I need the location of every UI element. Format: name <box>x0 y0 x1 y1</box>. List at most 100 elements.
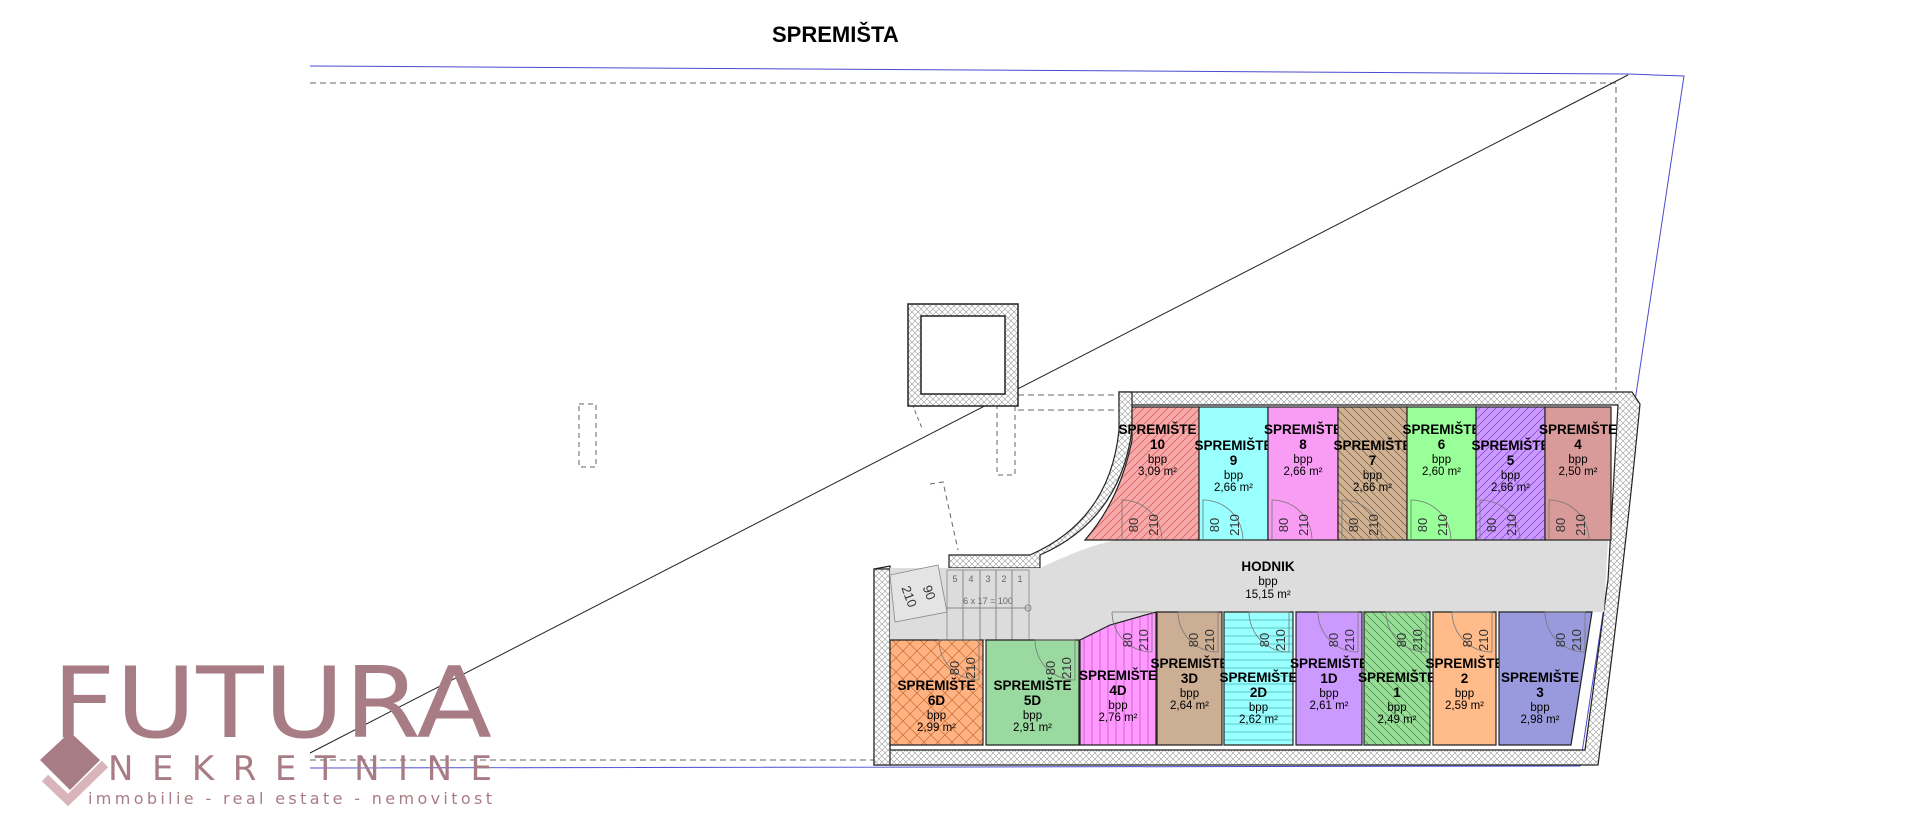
stair-step-4: 4 <box>968 574 973 584</box>
room-name: SPREMIŠTE <box>1290 656 1368 671</box>
door-height: 210 <box>1202 629 1217 651</box>
room-name: SPREMIŠTE <box>1079 668 1157 683</box>
room-area: 2,76 m² <box>1099 712 1138 724</box>
room-number: 2 <box>1461 671 1469 686</box>
room-name: SPREMIŠTE <box>1425 656 1503 671</box>
door-swing-icon <box>1544 611 1586 653</box>
room-number: 9 <box>1230 453 1238 468</box>
door-width: 80 <box>1394 633 1409 647</box>
door-swing-icon <box>1548 499 1590 541</box>
room-number: 3 <box>1536 685 1544 700</box>
room-area: 2,66 m² <box>1353 482 1392 494</box>
door-width: 80 <box>1257 633 1272 647</box>
stair-door-width: 90 <box>920 583 939 602</box>
room-number: 1 <box>1393 685 1401 700</box>
room-label: bpp <box>1455 688 1474 700</box>
room-name: SPREMIŠTE <box>1264 422 1342 437</box>
door-height: 210 <box>1296 514 1311 536</box>
room-area: 2,98 m² <box>1521 714 1560 726</box>
door-height: 210 <box>963 657 978 679</box>
door-swing-icon <box>938 639 980 681</box>
house-key-icon <box>40 732 100 790</box>
door-width: 80 <box>1186 633 1201 647</box>
door-swing-icon <box>1177 611 1219 653</box>
door-height: 210 <box>1476 629 1491 651</box>
room-area: 2,64 m² <box>1170 700 1209 712</box>
room-name: SPREMIŠTE <box>1150 656 1228 671</box>
site-boundary <box>309 65 1685 769</box>
storage-room-8 <box>1267 406 1339 541</box>
stair-step-2: 2 <box>1001 574 1006 584</box>
room-number: 1D <box>1320 671 1338 686</box>
door-height: 210 <box>1435 514 1450 536</box>
room-number: 4 <box>1574 437 1582 452</box>
room-number: 2D <box>1250 685 1268 700</box>
room-name: SPREMIŠTE <box>1333 438 1411 453</box>
stair-formula: 6 x 17 = 100 <box>963 596 1013 606</box>
room-number: 6D <box>928 693 946 708</box>
door-width: 80 <box>1126 518 1141 532</box>
room-name: SPREMIŠTE <box>1539 422 1617 437</box>
door-swing-icon <box>1341 499 1383 541</box>
door-width: 80 <box>1460 633 1475 647</box>
door-swing-icon <box>1271 499 1313 541</box>
door-height: 210 <box>1410 629 1425 651</box>
door-height: 210 <box>1504 514 1519 536</box>
stair-step-5: 5 <box>952 574 957 584</box>
storage-room-9 <box>1198 406 1269 541</box>
door-height: 210 <box>1573 514 1588 536</box>
room-number: 5 <box>1507 453 1515 468</box>
door-swing-icon <box>1451 611 1493 653</box>
plan-title: SPREMIŠTA <box>772 22 899 47</box>
room-number: 10 <box>1150 437 1165 452</box>
door-height: 210 <box>1059 657 1074 679</box>
door-swing-icon <box>1034 639 1076 681</box>
room-number: 5D <box>1024 693 1042 708</box>
room-label: bpp <box>1319 688 1338 700</box>
room-label: bpp <box>1530 702 1549 714</box>
room-label: bpp <box>1249 702 1268 714</box>
room-number: 8 <box>1299 437 1307 452</box>
door-height: 210 <box>1136 629 1151 651</box>
room-area: 2,59 m² <box>1445 700 1484 712</box>
room-name: SPREMIŠTE <box>1402 422 1480 437</box>
room-area: 2,50 m² <box>1559 466 1598 478</box>
corridor-area: 15,15 m² <box>1245 589 1291 601</box>
room-number: 7 <box>1369 453 1377 468</box>
room-area: 2,99 m² <box>917 722 956 734</box>
corridor-label: bpp <box>1258 576 1277 588</box>
door-width: 80 <box>1484 518 1499 532</box>
room-area: 3,09 m² <box>1138 466 1177 478</box>
door-width: 80 <box>1276 518 1291 532</box>
door-width: 80 <box>1415 518 1430 532</box>
stair-step-3: 3 <box>985 574 990 584</box>
futura-logo: FUTURA NEKRETNINE immobilie - real estat… <box>40 647 492 808</box>
room-label: bpp <box>1293 454 1312 466</box>
corridor-name: HODNIK <box>1241 559 1294 574</box>
room-label: bpp <box>927 710 946 722</box>
room-name: SPREMIŠTE <box>897 678 975 693</box>
room-area: 2,61 m² <box>1310 700 1349 712</box>
room-name: SPREMIŠTE <box>1219 670 1297 685</box>
door-height: 210 <box>1146 514 1161 536</box>
door-height: 210 <box>1227 514 1242 536</box>
room-label: bpp <box>1148 454 1167 466</box>
door-width: 80 <box>947 661 962 675</box>
logo-tagline: immobilie - real estate - nemovitost <box>88 789 492 808</box>
door-swing-icon <box>1317 611 1359 653</box>
room-name: SPREMIŠTE <box>1194 438 1272 453</box>
room-area: 2,66 m² <box>1491 482 1530 494</box>
logo-brand: FUTURA <box>52 647 492 761</box>
door-swing-icon <box>1385 611 1427 653</box>
storage-room-6 <box>1406 406 1477 541</box>
room-name: SPREMIŠTE <box>1471 438 1549 453</box>
door-swing-icon <box>1202 499 1244 541</box>
room-number: 3D <box>1181 671 1199 686</box>
door-height: 210 <box>1342 629 1357 651</box>
room-label: bpp <box>1501 470 1520 482</box>
room-label: bpp <box>1568 454 1587 466</box>
door-swing-icon <box>1410 499 1452 541</box>
stair-step-1: 1 <box>1017 574 1022 584</box>
